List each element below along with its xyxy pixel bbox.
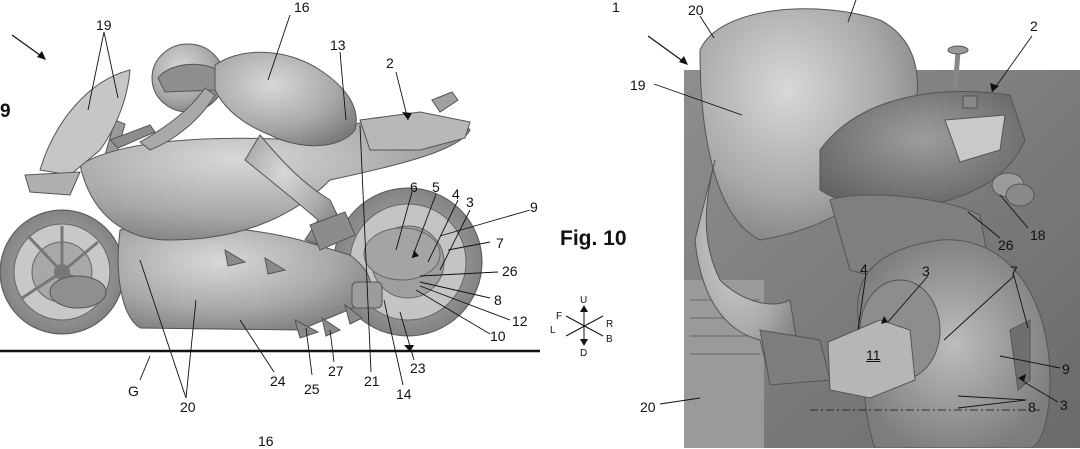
ref-G: G (128, 383, 139, 399)
deflector-panel (827, 319, 916, 399)
fig10-motorcycle-rear-view (647, 0, 1080, 448)
axis-left-label: L (550, 325, 556, 336)
ref-12: 12 (512, 313, 528, 329)
ref-19-fig10: 19 (630, 77, 646, 93)
view-direction-arrow (11, 34, 45, 59)
ref-14: 14 (396, 386, 412, 402)
ref-16: 16 (294, 0, 310, 15)
ref-8-fig10: 8 (1028, 399, 1036, 415)
ref-8: 8 (494, 292, 502, 308)
fig9-motorcycle-side-view (0, 14, 604, 399)
ref-10: 10 (490, 328, 506, 344)
ref-9: 9 (530, 199, 538, 215)
ref-20: 20 (180, 399, 196, 415)
ref-3-bottom: 3 (1060, 397, 1068, 413)
axis-indicator (565, 307, 604, 344)
ref-23: 23 (410, 360, 426, 376)
axis-rear-label: R (606, 319, 614, 330)
ref-26: 26 (502, 263, 518, 279)
figure-10-caption: Fig. 10 (560, 227, 627, 250)
ref-24: 24 (270, 373, 286, 389)
ref-2-fig10: 2 (1030, 18, 1038, 34)
ref-7-fig10: 7 (1010, 263, 1018, 279)
ref-9-fig10: 9 (1062, 361, 1070, 377)
ref-25: 25 (304, 381, 320, 397)
front-wheel (0, 209, 125, 335)
ref-11: 11 (866, 347, 881, 363)
axis-down-label: D (580, 348, 588, 359)
ref-4-fig10: 4 (860, 261, 868, 277)
ref-21: 21 (364, 373, 380, 389)
ref-20-bottom: 20 (640, 399, 656, 415)
ref-13: 13 (330, 37, 346, 53)
ref-3: 3 (466, 194, 474, 210)
ref-1: 1 (612, 0, 620, 15)
figure-9-number: 9 (0, 101, 11, 122)
rider-figure (139, 43, 357, 251)
windscreen (39, 69, 131, 176)
ref-16-bottom: 16 (258, 433, 274, 449)
ref-18: 18 (1030, 227, 1046, 243)
tail-cowl (359, 111, 471, 151)
ref-19: 19 (96, 17, 112, 33)
axis-up-label: U (580, 295, 588, 306)
ref-7: 7 (496, 235, 504, 251)
axis-front-label: F (556, 311, 563, 322)
fig9-leader-lines (87, 14, 531, 399)
ref-6: 6 (410, 179, 418, 195)
ref-3-fig10: 3 (922, 263, 930, 279)
ref-20-top: 20 (688, 2, 704, 18)
fig10-leader-lines (653, 0, 1061, 409)
ref-2: 2 (386, 55, 394, 71)
ref-27: 27 (328, 363, 344, 379)
ref-5: 5 (432, 179, 440, 195)
ref-26-fig10: 26 (998, 237, 1014, 253)
ref-4: 4 (452, 186, 460, 202)
axis-back-label: B (606, 334, 613, 345)
